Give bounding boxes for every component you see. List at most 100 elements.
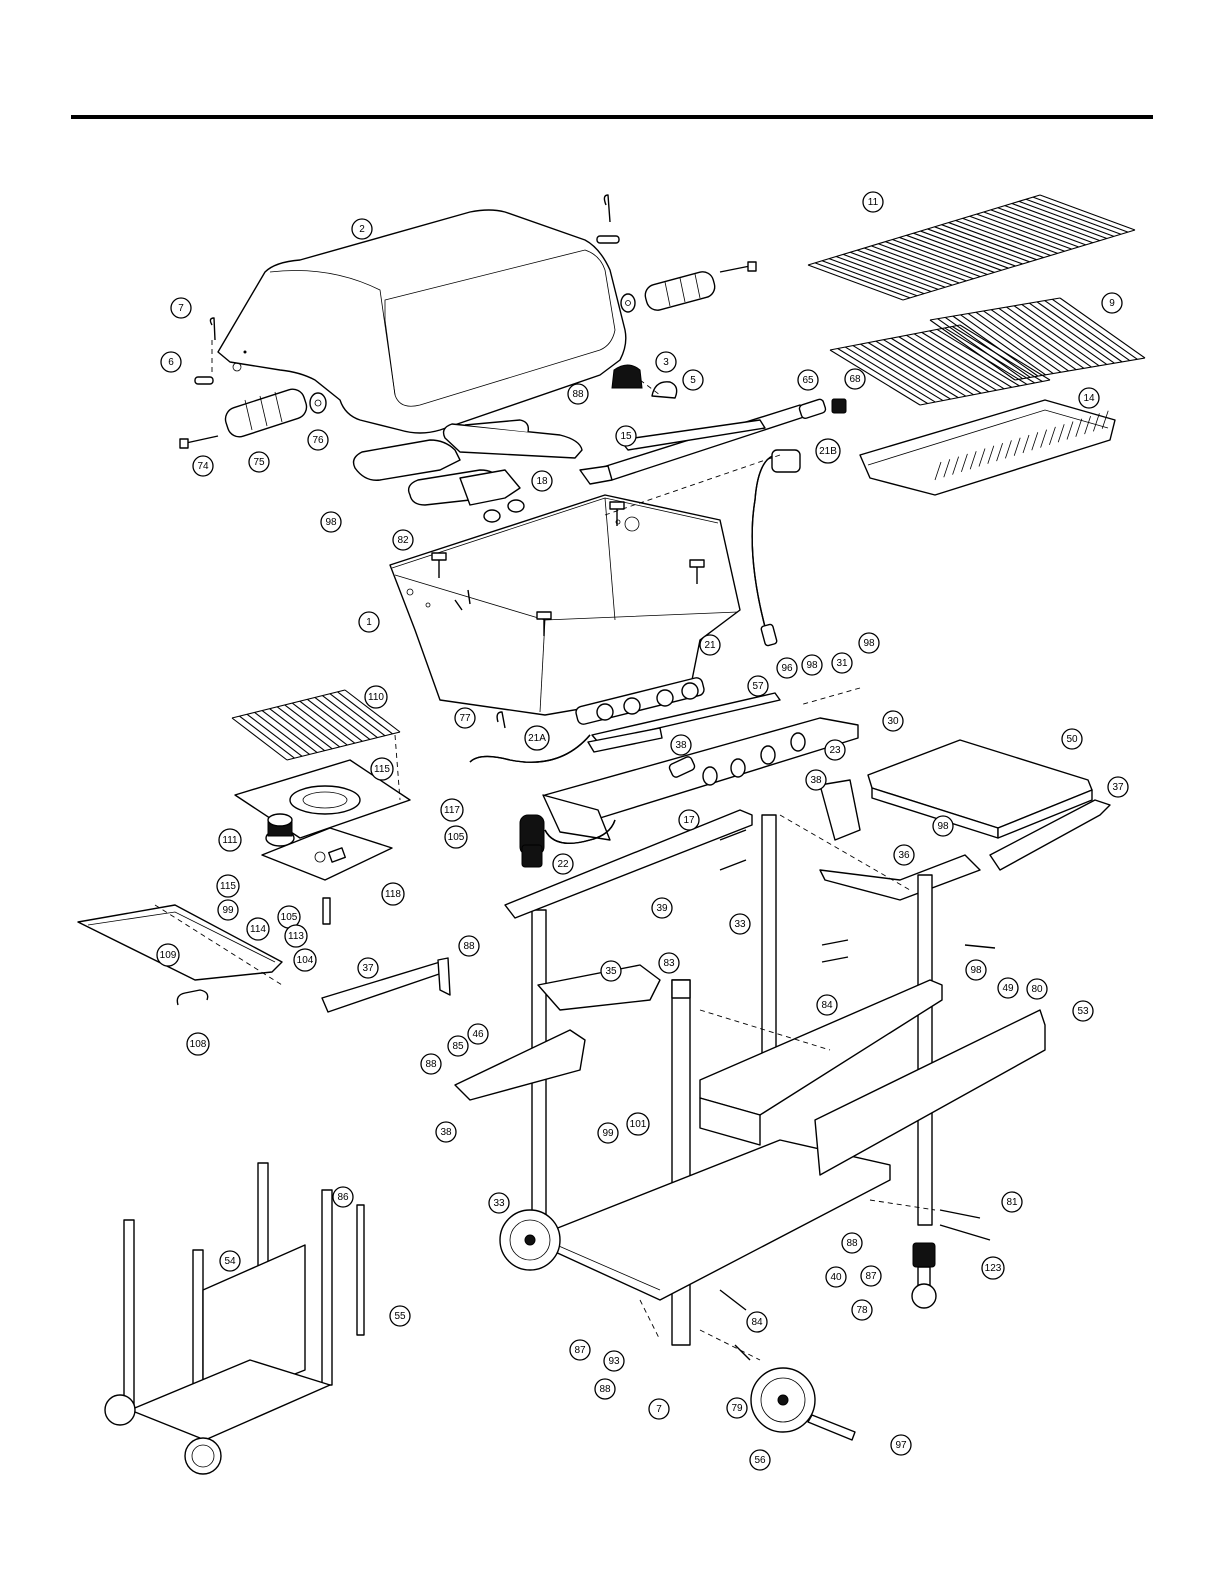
svg-text:17: 17 [683, 815, 695, 826]
callout-5: 5 [683, 370, 703, 390]
pin-6 [195, 377, 213, 384]
callout-18: 18 [532, 471, 552, 491]
callout-75: 75 [249, 452, 269, 472]
callout-77: 77 [455, 708, 475, 728]
callout-53: 53 [1073, 1001, 1093, 1021]
callout-37b: 37 [358, 958, 378, 978]
svg-text:98: 98 [970, 965, 982, 976]
thermometer-bezel [612, 365, 642, 388]
callout-49: 49 [998, 978, 1018, 998]
svg-text:108: 108 [190, 1039, 207, 1050]
svg-text:55: 55 [394, 1311, 406, 1322]
igniter-113 [323, 898, 330, 924]
svg-text:7: 7 [178, 303, 184, 314]
svg-text:93: 93 [608, 1356, 620, 1367]
callout-93: 93 [604, 1351, 624, 1371]
callout-55: 55 [390, 1306, 410, 1326]
callout-33b: 33 [489, 1193, 509, 1213]
callout-50: 50 [1062, 729, 1082, 749]
svg-text:78: 78 [856, 1305, 868, 1316]
svg-text:21: 21 [704, 640, 716, 651]
cooking-grate-11 [808, 195, 1135, 300]
callout-98c: 98 [802, 655, 822, 675]
svg-text:98: 98 [937, 821, 949, 832]
callout-21A: 21A [525, 726, 549, 750]
callout-84a: 84 [817, 995, 837, 1015]
axle-97 [808, 1415, 855, 1440]
callout-37a: 37 [1108, 777, 1128, 797]
svg-text:88: 88 [572, 389, 584, 400]
svg-text:38: 38 [675, 740, 687, 751]
callout-88c: 88 [421, 1054, 441, 1074]
callout-9: 9 [1102, 293, 1122, 313]
callout-82: 82 [393, 530, 413, 550]
callout-97: 97 [891, 1435, 911, 1455]
svg-text:88: 88 [463, 941, 475, 952]
crossbar-35 [538, 965, 660, 1010]
svg-text:15: 15 [620, 431, 632, 442]
svg-text:23: 23 [829, 745, 841, 756]
callout-105a: 105 [445, 826, 467, 848]
svg-text:7: 7 [656, 1404, 662, 1415]
svg-text:88: 88 [425, 1059, 437, 1070]
callout-115a: 115 [371, 758, 393, 780]
callout-98a: 98 [321, 512, 341, 532]
svg-text:98: 98 [325, 517, 337, 528]
callout-118: 118 [382, 883, 404, 905]
svg-text:37: 37 [1112, 782, 1124, 793]
svg-text:18: 18 [536, 476, 548, 487]
bolt-74 [180, 436, 218, 448]
svg-text:98: 98 [806, 660, 818, 671]
svg-text:81: 81 [1006, 1197, 1018, 1208]
side-bracket-37 [322, 958, 450, 1012]
svg-text:35: 35 [605, 966, 617, 977]
svg-text:88: 88 [599, 1384, 611, 1395]
svg-text:115: 115 [374, 764, 390, 775]
bolt-right-lid [720, 262, 756, 272]
svg-text:9: 9 [1109, 298, 1115, 309]
svg-text:96: 96 [781, 663, 793, 674]
svg-text:85: 85 [452, 1041, 464, 1052]
thermometer-5 [652, 382, 677, 398]
callout-109: 109 [157, 944, 179, 966]
svg-text:84: 84 [751, 1317, 763, 1328]
svg-text:87: 87 [574, 1345, 586, 1356]
callout-38a: 38 [671, 735, 691, 755]
svg-text:33: 33 [493, 1198, 505, 1209]
callout-65: 65 [798, 370, 818, 390]
handle-108 [177, 990, 207, 1005]
svg-text:84: 84 [821, 1000, 833, 1011]
svg-text:3: 3 [663, 357, 669, 368]
callout-68: 68 [845, 369, 865, 389]
lid-handle-right [621, 269, 717, 312]
orifice-68 [832, 399, 846, 413]
svg-text:49: 49 [1002, 983, 1014, 994]
callout-114: 114 [247, 918, 269, 940]
callout-98b: 98 [859, 633, 879, 653]
svg-text:14: 14 [1083, 393, 1095, 404]
callout-31: 31 [832, 653, 852, 673]
callout-87b: 87 [570, 1340, 590, 1360]
svg-text:57: 57 [752, 681, 764, 692]
callout-108: 108 [187, 1033, 209, 1055]
callout-88d: 88 [842, 1233, 862, 1253]
callout-17: 17 [679, 810, 699, 830]
svg-text:113: 113 [288, 931, 304, 942]
svg-text:53: 53 [1077, 1006, 1089, 1017]
svg-text:87: 87 [865, 1271, 877, 1282]
grate-9-left [830, 325, 1050, 405]
svg-text:68: 68 [849, 374, 861, 385]
callout-38c: 38 [436, 1122, 456, 1142]
svg-text:65: 65 [802, 375, 814, 386]
svg-text:98: 98 [863, 638, 875, 649]
callout-80: 80 [1027, 979, 1047, 999]
callout-40: 40 [826, 1267, 846, 1287]
callout-88e: 88 [595, 1379, 615, 1399]
callout-3: 3 [656, 352, 676, 372]
callout-88a: 88 [568, 384, 588, 404]
callout-2: 2 [352, 219, 372, 239]
callout-30: 30 [883, 711, 903, 731]
callout-113: 113 [285, 925, 307, 947]
svg-text:114: 114 [250, 924, 266, 935]
clip-77 [497, 712, 505, 728]
